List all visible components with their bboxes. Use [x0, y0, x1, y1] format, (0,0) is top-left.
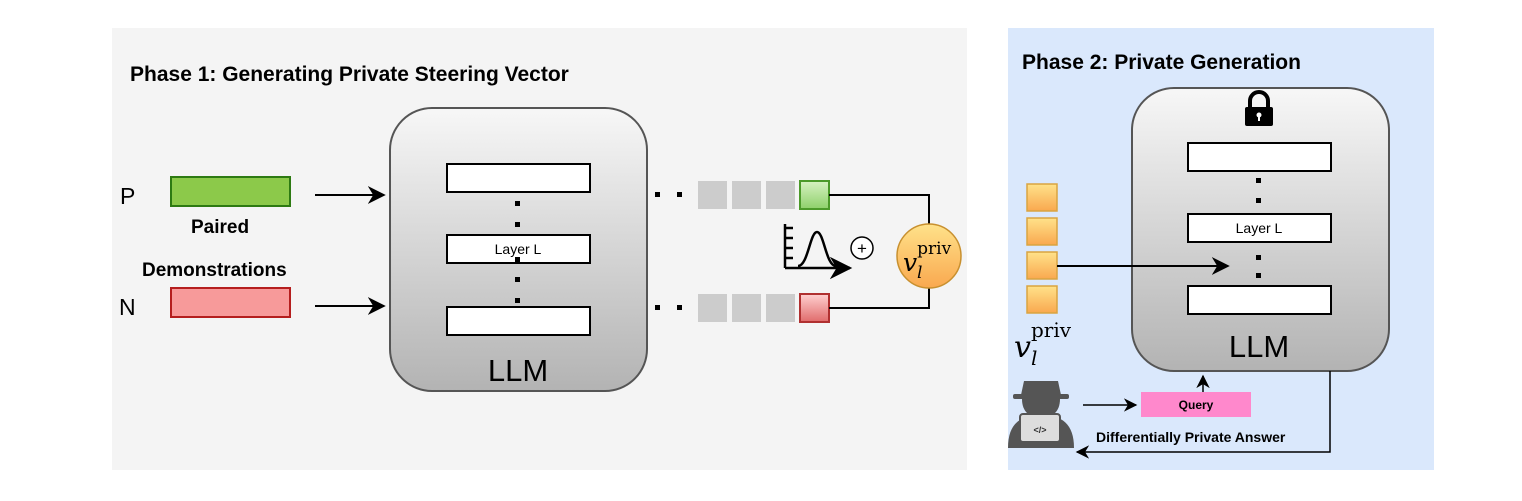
phase2-title: Phase 2: Private Generation	[1022, 51, 1301, 74]
llm-layer-top	[446, 163, 591, 193]
phase2-panel: Phase 2: Private Generation Layer L LLM	[1008, 28, 1434, 470]
svg-text:vpriv: vpriv	[903, 239, 952, 277]
phase1-title: Phase 1: Generating Private Steering Vec…	[130, 63, 569, 86]
layer-l-label-phase2: Layer L	[1236, 220, 1283, 236]
plus-circle-icon: +	[850, 236, 874, 260]
answer-return-arrow	[1075, 371, 1331, 459]
steering-vector-sub: l	[917, 263, 922, 283]
negative-demonstration-bar	[170, 287, 291, 318]
positive-activation-row	[655, 180, 830, 210]
demonstrations-label-line2: Demonstrations	[142, 260, 287, 281]
steering-vector-sup: priv	[917, 239, 951, 259]
positive-label: P	[120, 183, 135, 209]
positive-connector-line	[829, 194, 930, 225]
llm2-layer-l	[1187, 213, 1332, 243]
layer-l-label: Layer L	[495, 241, 542, 257]
private-steering-vector: vpriv l	[896, 223, 962, 289]
llm-label-phase2: LLM	[1229, 329, 1289, 364]
steering-vector-sub-phase2: l	[1031, 346, 1037, 370]
answer-label: Differentially Private Answer	[1096, 429, 1286, 445]
svg-text:vpriv: vpriv	[1014, 318, 1072, 365]
negative-connector-line	[829, 286, 930, 309]
demonstrations-label-line1: Paired	[191, 217, 249, 238]
llm2-ellipsis-dots	[1256, 178, 1261, 278]
llm-ellipsis-dots	[515, 201, 520, 303]
phase1-panel: Phase 1: Generating Private Steering Vec…	[112, 28, 967, 470]
query-label: Query	[1179, 398, 1214, 412]
steering-vector-base: v	[903, 248, 917, 277]
lock-icon	[1245, 90, 1273, 126]
llm-label: LLM	[488, 353, 548, 388]
plus-symbol: +	[857, 239, 867, 258]
positive-demonstration-bar	[170, 176, 291, 207]
negative-label: N	[119, 294, 136, 320]
steering-vector-sup-phase2: priv	[1031, 318, 1072, 342]
negative-activation-row	[655, 293, 830, 323]
positive-activation-token	[799, 180, 830, 210]
hacker-icon: </>	[1008, 381, 1074, 448]
negative-activation-token	[799, 293, 830, 323]
query-box	[1141, 392, 1251, 417]
llm2-layer-bottom	[1187, 285, 1332, 315]
llm2-layer-top	[1187, 142, 1332, 172]
steering-vector-stack	[1026, 183, 1058, 314]
steering-vector-base-phase2: v	[1014, 330, 1031, 365]
llm-layer-bottom	[446, 306, 591, 336]
laptop-code-label: </>	[1033, 425, 1046, 435]
gaussian-noise-icon	[783, 224, 853, 280]
